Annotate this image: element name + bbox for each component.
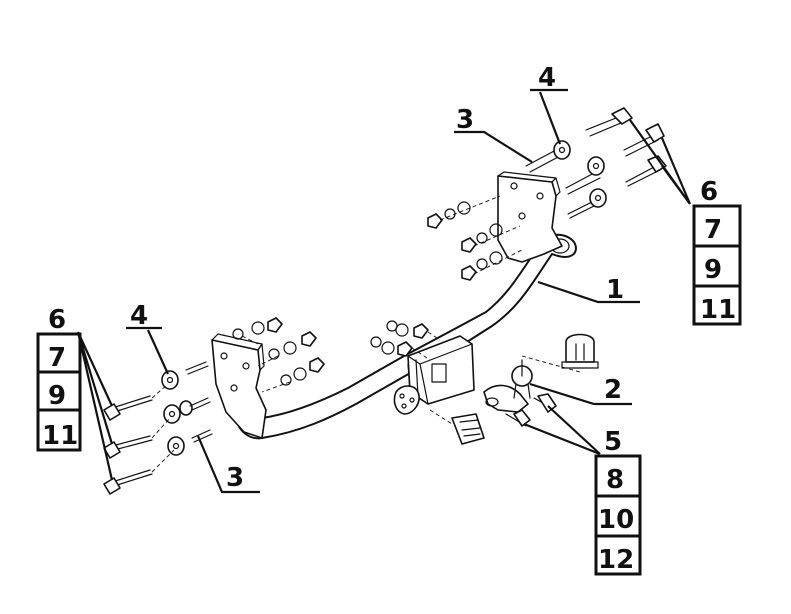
left-bolts <box>103 361 213 495</box>
left-washers <box>161 370 193 456</box>
right-bolts <box>525 107 667 219</box>
part-stack-top-right: 6 7 9 11 <box>692 177 742 326</box>
center-nuts <box>370 320 441 361</box>
ball-mount-receiver <box>407 335 475 405</box>
electrical-socket-plate <box>393 385 420 415</box>
label-washer-top: 4 <box>538 63 556 93</box>
label-ball-fasteners: 5 <box>604 427 622 457</box>
stack-item: 9 <box>704 255 722 285</box>
stack-item: 11 <box>700 295 736 325</box>
leader-lines <box>76 88 692 494</box>
label-tow-bar: 1 <box>606 275 624 305</box>
part-stack-left: 6 7 9 11 <box>36 305 82 452</box>
tow-ball-assembly <box>483 355 581 413</box>
label-tow-ball: 2 <box>604 375 622 405</box>
part-stack-bottom-right: 8 10 12 <box>594 454 642 576</box>
stack-head: 6 <box>48 305 66 335</box>
label-bolt-left: 3 <box>226 463 244 493</box>
right-nuts <box>427 195 523 281</box>
right-mounting-bracket <box>497 171 563 263</box>
right-washers <box>553 140 607 208</box>
stack-item: 7 <box>48 343 66 373</box>
stack-item: 7 <box>704 215 722 245</box>
left-mounting-bracket <box>211 333 267 439</box>
stack-item: 11 <box>42 421 78 451</box>
left-nuts <box>232 317 325 393</box>
stack-head: 6 <box>700 177 718 207</box>
tow-ball-cover <box>561 333 599 369</box>
stack-item: 9 <box>48 381 66 411</box>
electrical-plug <box>429 409 485 445</box>
stack-item: 10 <box>598 505 634 535</box>
label-washer-left: 4 <box>130 301 148 331</box>
label-bolt-top: 3 <box>456 105 474 135</box>
stack-item: 12 <box>598 545 634 575</box>
stack-item: 8 <box>606 465 624 495</box>
